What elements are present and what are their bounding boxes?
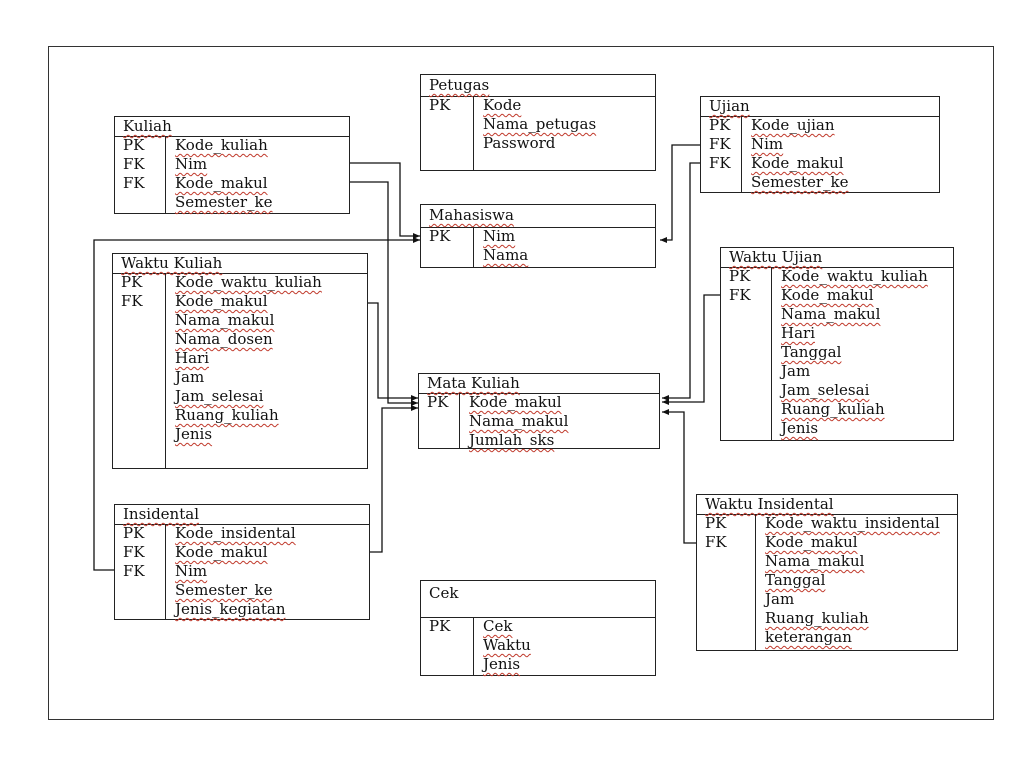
field: Kode_makul bbox=[175, 174, 268, 192]
link-waktukuliah-makul-matakuliah bbox=[368, 302, 418, 401]
entity-title: Waktu Ujian bbox=[721, 248, 953, 268]
key-label: FK bbox=[709, 135, 731, 153]
field: Jenis bbox=[483, 655, 521, 673]
link-waktuujian-makul-matakuliah bbox=[662, 294, 720, 405]
entity-title: Insidental bbox=[115, 505, 369, 525]
link-kuliah-makul-matakuliah bbox=[348, 181, 418, 406]
field: Kode_makul bbox=[469, 393, 562, 411]
link-waktuinsidental-makul-matakuliah bbox=[662, 409, 696, 544]
field: Hari bbox=[175, 349, 209, 367]
field: Kode_kuliah bbox=[175, 136, 268, 154]
field: Cek bbox=[483, 617, 513, 635]
field: Kode_ujian bbox=[751, 116, 835, 134]
field: Kode_makul bbox=[751, 154, 844, 172]
field: Nama_petugas bbox=[483, 115, 597, 133]
entity-waktu-insidental[interactable]: Waktu Insidental PK FK Kode_waktu_inside… bbox=[696, 494, 958, 651]
key-label: FK bbox=[123, 155, 145, 173]
field: Jenis bbox=[781, 419, 819, 437]
entity-ujian[interactable]: Ujian PK FK FK Kode_ujian Nim Kode_makul… bbox=[700, 96, 940, 193]
field: Jam_selesai bbox=[781, 381, 870, 399]
field: Nim bbox=[175, 155, 208, 173]
entity-title: Kuliah bbox=[115, 117, 349, 137]
entity-cek[interactable]: Cek PK Cek Waktu Jenis bbox=[420, 580, 656, 676]
entity-title: Cek bbox=[421, 581, 655, 618]
link-insidental-makul-matakuliah bbox=[370, 405, 418, 553]
key-label: PK bbox=[709, 116, 731, 134]
entity-waktu-kuliah[interactable]: Waktu Kuliah PK FK Kode_waktu_kuliah Kod… bbox=[112, 253, 368, 469]
field: Password bbox=[483, 134, 556, 152]
key-label: FK bbox=[123, 562, 145, 580]
field: Tanggal bbox=[765, 571, 826, 589]
entity-insidental[interactable]: Insidental PK FK FK Kode_insidental Kode… bbox=[114, 504, 370, 620]
field: Waktu bbox=[483, 636, 531, 654]
key-label: PK bbox=[123, 524, 145, 542]
field: Kode_makul bbox=[765, 533, 858, 551]
field: Nama_dosen bbox=[175, 330, 273, 348]
key-label: FK bbox=[123, 174, 145, 192]
field: Kode_waktu_insidental bbox=[765, 514, 940, 532]
field: Ruang_kuliah bbox=[781, 400, 885, 418]
field: Kode_makul bbox=[175, 292, 268, 310]
field: Nama bbox=[483, 246, 529, 264]
field: Jam bbox=[765, 590, 795, 608]
field: Kode_insidental bbox=[175, 524, 296, 542]
entity-petugas[interactable]: Petugas PK Kode Nama_petugas Password bbox=[420, 74, 656, 171]
entity-kuliah[interactable]: Kuliah PK FK FK Kode_kuliah Nim Kode_mak… bbox=[114, 116, 350, 214]
link-ujian-nim-mahasiswa bbox=[660, 144, 700, 243]
field: Semester_ke bbox=[175, 581, 273, 599]
field: Nama_makul bbox=[175, 311, 275, 329]
field: Tanggal bbox=[781, 343, 842, 361]
field: Ruang_kuliah bbox=[175, 406, 279, 424]
entity-title: Waktu Kuliah bbox=[113, 254, 367, 274]
field: Semester_ke bbox=[751, 173, 849, 191]
link-insidental-nim-mahasiswa bbox=[93, 237, 420, 571]
field: Nama_makul bbox=[781, 305, 881, 323]
field: Kode_waktu_kuliah bbox=[781, 267, 928, 285]
field: Jam_selesai bbox=[175, 387, 264, 405]
field: Nim bbox=[483, 227, 516, 245]
field: Kode_makul bbox=[781, 286, 874, 304]
key-label: FK bbox=[121, 292, 143, 310]
field: Semester_ke bbox=[175, 193, 273, 211]
link-kuliah-nim-mahasiswa bbox=[348, 162, 420, 239]
field: Kode_makul bbox=[175, 543, 268, 561]
entity-waktu-ujian[interactable]: Waktu Ujian PK FK Kode_waktu_kuliah Kode… bbox=[720, 247, 954, 441]
key-label: PK bbox=[729, 267, 751, 285]
field: Kode bbox=[483, 96, 522, 114]
field: keterangan bbox=[765, 628, 852, 646]
key-label: PK bbox=[705, 514, 727, 532]
key-label: PK bbox=[123, 136, 145, 154]
field: Ruang_kuliah bbox=[765, 609, 869, 627]
entity-title: Ujian bbox=[701, 97, 939, 117]
field: Jam bbox=[781, 362, 811, 380]
entity-title: Petugas bbox=[421, 75, 655, 97]
entity-title: Waktu Insidental bbox=[697, 495, 957, 515]
key-label: FK bbox=[705, 533, 727, 551]
field: Nama_makul bbox=[469, 412, 569, 430]
key-label: PK bbox=[429, 617, 451, 635]
field: Jumlah_sks bbox=[469, 431, 555, 449]
key-label: PK bbox=[429, 227, 451, 245]
key-label: FK bbox=[729, 286, 751, 304]
key-label: PK bbox=[427, 393, 449, 411]
diagram-frame bbox=[48, 46, 994, 720]
field: Jenis_kegiatan bbox=[175, 600, 286, 618]
field: Nama_makul bbox=[765, 552, 865, 570]
key-label: PK bbox=[429, 96, 451, 114]
entity-mahasiswa[interactable]: Mahasiswa PK Nim Nama bbox=[420, 204, 656, 268]
entity-title: Mahasiswa bbox=[421, 205, 655, 228]
key-label: FK bbox=[123, 543, 145, 561]
field: Nim bbox=[751, 135, 784, 153]
entity-mata-kuliah[interactable]: Mata Kuliah PK Kode_makul Nama_makul Jum… bbox=[418, 373, 660, 449]
field: Jenis bbox=[175, 425, 213, 443]
field: Kode_waktu_kuliah bbox=[175, 273, 322, 291]
entity-title: Mata Kuliah bbox=[419, 374, 659, 394]
field: Nim bbox=[175, 562, 208, 580]
field: Jam bbox=[175, 368, 205, 386]
key-label: FK bbox=[709, 154, 731, 172]
key-label: PK bbox=[121, 273, 143, 291]
field: Hari bbox=[781, 324, 815, 342]
link-ujian-makul-matakuliah bbox=[662, 162, 700, 401]
